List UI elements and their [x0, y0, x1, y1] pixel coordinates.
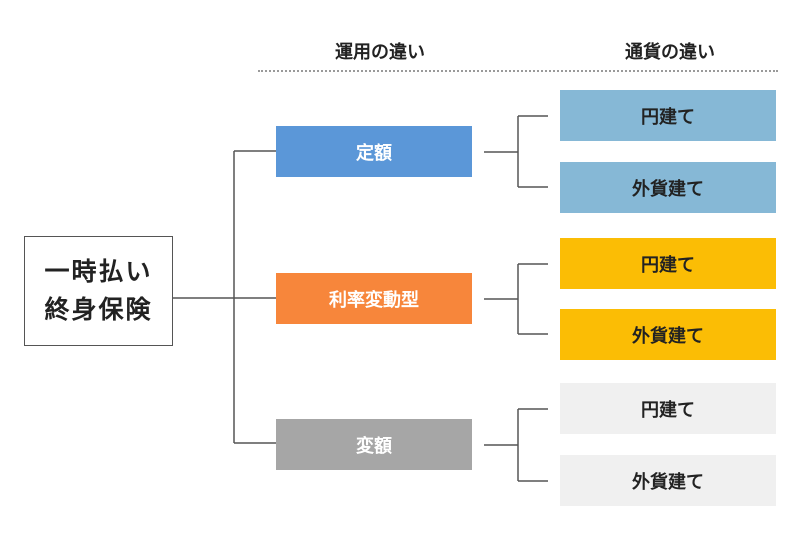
leaf-label: 円建て: [641, 399, 695, 421]
leaf-variable-foreign: 外貨建て: [560, 455, 776, 506]
root-node: 一時払い 終身保険: [24, 236, 173, 346]
column-header-method: 運用の違い: [335, 42, 425, 63]
node-variable-label: 変額: [356, 435, 392, 457]
leaf-label: 外貨建て: [632, 325, 704, 347]
leaf-label: 外貨建て: [632, 178, 704, 200]
leaf-fixed-foreign: 外貨建て: [560, 162, 776, 213]
node-variable-rate-label: 利率変動型: [329, 289, 419, 311]
leaf-variable-rate-yen: 円建て: [560, 238, 776, 289]
node-variable: 変額: [276, 419, 472, 470]
leaf-variable-rate-foreign: 外貨建て: [560, 309, 776, 360]
header-separator: [258, 70, 778, 72]
leaf-label: 円建て: [641, 254, 695, 276]
leaf-label: 外貨建て: [632, 471, 704, 493]
node-fixed-label: 定額: [356, 142, 392, 164]
leaf-label: 円建て: [641, 106, 695, 128]
leaf-variable-yen: 円建て: [560, 383, 776, 434]
root-label: 一時払い 終身保険: [44, 257, 153, 324]
node-fixed: 定額: [276, 126, 472, 177]
node-variable-rate: 利率変動型: [276, 273, 472, 324]
column-header-currency: 通貨の違い: [625, 42, 715, 63]
leaf-fixed-yen: 円建て: [560, 90, 776, 141]
